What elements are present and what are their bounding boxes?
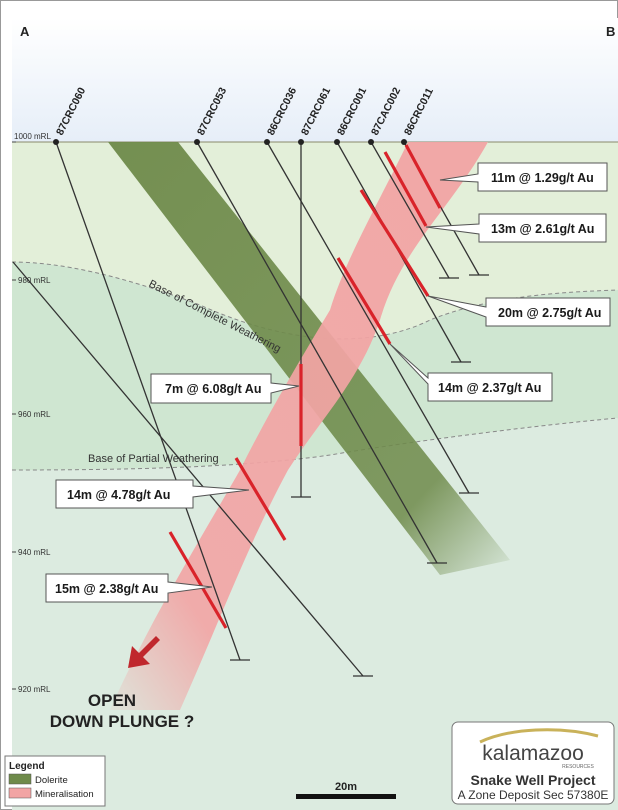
- collar-marker: [334, 139, 340, 145]
- intercept-text: 14m @ 2.37g/t Au: [438, 381, 541, 395]
- legend-swatch-dolerite: [8, 773, 32, 785]
- mineralised-interval: [359, 189, 430, 297]
- project-title: Snake Well Project: [470, 772, 595, 788]
- intercept-callout: 13m @ 2.61g/t Au: [425, 213, 607, 243]
- intercept-callout: 20m @ 2.75g/t Au: [427, 295, 611, 327]
- scale-bar-label: 20m: [335, 781, 357, 793]
- intercept-callout: 14m @ 2.37g/t Au: [389, 343, 553, 402]
- scale-bar-bar: [296, 794, 396, 799]
- title-block-box: [451, 721, 615, 805]
- mineralisation-zone: [110, 142, 488, 710]
- legend-title: Legend: [9, 761, 45, 772]
- section-start-label: A: [20, 24, 30, 39]
- mineralised-interval: [234, 457, 287, 541]
- mineralised-interval: [404, 144, 442, 209]
- open-note-line1: OPEN: [88, 691, 136, 710]
- legend-swatch-mineralisation: [8, 787, 32, 799]
- collar-marker: [401, 139, 407, 145]
- rl-label: 1000 mRL: [14, 132, 51, 141]
- legend-label-dolerite: Dolerite: [35, 775, 68, 786]
- intercept-callout: 7m @ 6.08g/t Au: [150, 373, 300, 404]
- collar-marker: [194, 139, 200, 145]
- intercept-text: 14m @ 4.78g/t Au: [67, 488, 170, 502]
- logo-swoosh-icon: [479, 728, 599, 744]
- open-note-line2: DOWN PLUNGE ?: [50, 712, 195, 731]
- legend-label-mineralisation: Mineralisation: [35, 789, 94, 800]
- drillhole-trace: [370, 141, 450, 279]
- intercept-callouts: 11m @ 1.29g/t Au 13m @ 2.61g/t Au 20m @ …: [45, 162, 611, 603]
- mineralised-interval: [168, 531, 228, 629]
- collar-marker: [264, 139, 270, 145]
- rl-label: 980 mRL: [18, 276, 51, 285]
- scale-bar: 20m: [296, 781, 396, 799]
- drillhole-trace: [12, 261, 364, 677]
- mineralised-interval: [383, 151, 428, 227]
- intercept-text: 15m @ 2.38g/t Au: [55, 582, 158, 596]
- rl-label: 920 mRL: [18, 685, 51, 694]
- rl-label: 940 mRL: [18, 548, 51, 557]
- mineralised-interval: [336, 257, 392, 345]
- partial-weathering-label: Base of Partial Weathering: [88, 453, 219, 465]
- down-plunge-arrow-icon: [128, 636, 160, 668]
- intercept-text: 13m @ 2.61g/t Au: [491, 222, 594, 236]
- drillhole-trace: [55, 141, 241, 661]
- intercept-callout: 14m @ 4.78g/t Au: [55, 479, 250, 509]
- intercept-text: 11m @ 1.29g/t Au: [491, 171, 594, 185]
- collar-marker: [53, 139, 59, 145]
- sky-area: [12, 18, 618, 142]
- legend: Legend Dolerite Mineralisation: [4, 755, 106, 807]
- section-end-label: B: [606, 24, 615, 39]
- partial-weathering-boundary: [11, 417, 618, 471]
- collar-markers: [53, 139, 407, 145]
- intercept-callout: 15m @ 2.38g/t Au: [45, 573, 213, 603]
- collar-marker: [298, 139, 304, 145]
- title-block: kalamazoo RESOURCES Snake Well Project A…: [451, 721, 615, 805]
- rl-axis: 1000 mRL 980 mRL 960 mRL 940 mRL 920 mRL: [12, 132, 51, 694]
- intercept-text: 20m @ 2.75g/t Au: [498, 306, 601, 320]
- rl-label: 960 mRL: [18, 410, 51, 419]
- collar-marker: [368, 139, 374, 145]
- drillhole-trace: [196, 141, 438, 564]
- logo-wordmark: kalamazoo: [482, 742, 584, 765]
- mineralised-intervals: [168, 144, 442, 629]
- intercept-text: 7m @ 6.08g/t Au: [165, 382, 261, 396]
- logo-subtext: RESOURCES: [562, 764, 594, 770]
- section-title: A Zone Deposit Sec 57380E: [458, 788, 609, 802]
- intercept-callout: 11m @ 1.29g/t Au: [439, 162, 608, 192]
